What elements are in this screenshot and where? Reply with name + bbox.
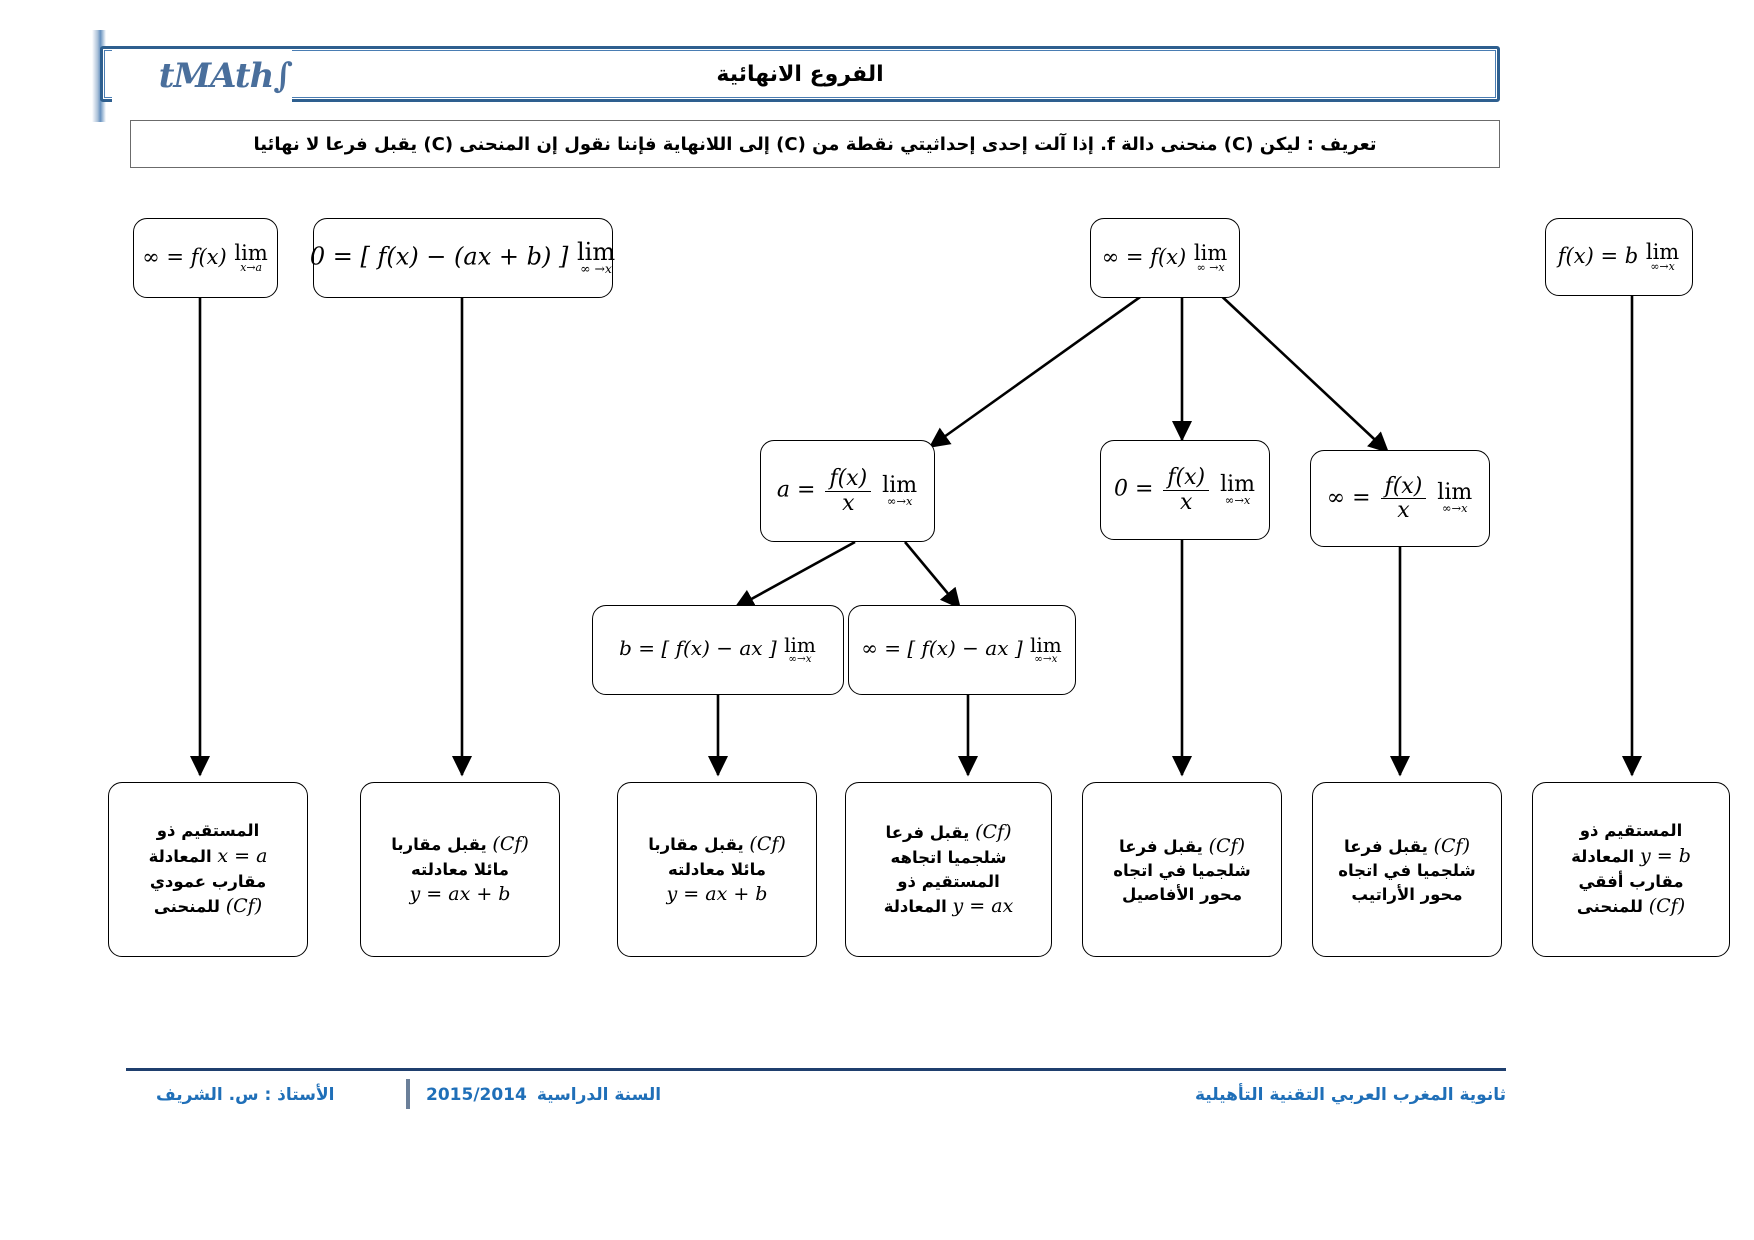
conclusion-text: المعادلة [1571,846,1635,866]
header-band: الفروع الانهائية [100,46,1500,102]
conclusion-line: مائلا معادلته [668,859,767,879]
footer: ثانوية المغرب العربي التقنية التأهيلية ا… [126,1075,1506,1115]
conclusion-horizontal-asymptote: المستقيم ذو y = b المعادلة مقارب أفقي (C… [1532,782,1730,957]
conclusion-parabolic-branch-direction-line: (Cf) يقبل فرعا شلجميا اتجاهه المستقيم ذو… [845,782,1052,957]
conclusion-line: محور الأفاصيل [1121,884,1243,904]
equation-line: y = ax + b [409,883,511,906]
equation-inline: (Cf) [1648,894,1686,917]
footer-year-value: 2015/2014 [426,1085,527,1105]
conclusion-text: يقبل فرعا [885,823,970,843]
equation-inline: (Cf) [975,821,1012,844]
conclusion-line: y = ax المعادلة [884,894,1014,919]
conclusion-parabolic-branch-y-axis: (Cf) يقبل فرعا شلجميا في اتجاه محور الأر… [1312,782,1502,957]
equation-inline: (Cf) [1433,834,1470,857]
conclusion-line: محور الأراتيب [1351,884,1463,904]
conclusion-line: (Cf) يقبل مقاربا [648,832,786,857]
footer-academic-year: السنة الدراسية 2015/2014 [426,1075,661,1115]
equation-inline: x = a [217,844,268,867]
conclusion-line: (Cf) يقبل مقاربا [391,832,529,857]
site-logo: ∫tMAth [112,50,293,102]
conclusion-line: (Cf) يقبل فرعا [886,820,1012,845]
conclusion-line: شلجميا اتجاهه [890,848,1007,868]
footer-separator [406,1079,410,1109]
conclusion-vertical-asymptote: المستقيم ذو x = a المعادلة مقارب عمودي (… [108,782,308,957]
conclusion-line: مائلا معادلته [411,859,510,879]
footer-teacher-name: الأستاذ : س. الشريف [156,1085,335,1105]
conclusion-line: y = b المعادلة [1571,844,1691,869]
conclusion-line: x = a المعادلة [149,844,268,869]
equation-inline: y = ax [952,894,1014,917]
conclusion-line: (Cf) للمنحنى [1577,894,1685,919]
header-band-inner-frame: الفروع الانهائية [104,50,1496,98]
conclusion-text: يقبل فرعا [1119,836,1203,856]
conclusion-parabolic-branch-x-axis: (Cf) يقبل فرعا شلجميا في اتجاه محور الأف… [1082,782,1282,957]
conclusion-oblique-asymptote-2: (Cf) يقبل مقاربا مائلا معادلته y = ax + … [617,782,817,957]
conclusion-line: شلجميا في اتجاه [1113,861,1251,881]
conclusion-line: المستقيم ذو [897,871,1000,891]
conclusion-line: (Cf) يقبل فرعا [1344,834,1470,859]
footer-school-name: ثانوية المغرب العربي التقنية التأهيلية [1194,1085,1506,1105]
equation-inline: (Cf) [1208,834,1245,857]
conclusion-line: المستقيم ذو [1579,821,1683,841]
equation-inline: (Cf) [225,894,263,917]
conclusion-text: يقبل مقاربا [391,835,487,855]
equation-inline: (Cf) [492,833,529,856]
conclusion-line: مقارب أفقي [1578,871,1684,891]
conclusion-line: المستقيم ذو [156,821,260,841]
conclusion-text: يقبل فرعا [1344,836,1428,856]
conclusion-text: للمنحنى [153,896,220,916]
footer-year-label: السنة الدراسية [536,1085,662,1105]
conclusion-line: (Cf) يقبل فرعا [1119,834,1245,859]
definition-box: تعريف : ليكن (C) منحنى دالة f. إذا آلت إ… [130,120,1500,168]
equation-inline: (Cf) [749,833,786,856]
equation-inline: y = b [1639,844,1691,867]
logo-text: ∫tMAth [158,56,293,96]
definition-text: تعريف : ليكن (C) منحنى دالة f. إذا آلت إ… [253,133,1377,155]
conclusion-text: المعادلة [883,896,947,916]
conclusion-line: شلجميا في اتجاه [1338,861,1476,881]
page-title: الفروع الانهائية [716,61,884,87]
conclusion-text: للمنحنى [1576,896,1643,916]
conclusion-text: المعادلة [148,846,212,866]
conclusion-oblique-asymptote-1: (Cf) يقبل مقاربا مائلا معادلته y = ax + … [360,782,560,957]
equation-line: y = ax + b [666,883,768,906]
conclusion-text: يقبل مقاربا [648,835,744,855]
conclusion-line: (Cf) للمنحنى [154,894,262,919]
footer-divider [126,1068,1506,1071]
conclusion-line: مقارب عمودي [149,871,267,891]
